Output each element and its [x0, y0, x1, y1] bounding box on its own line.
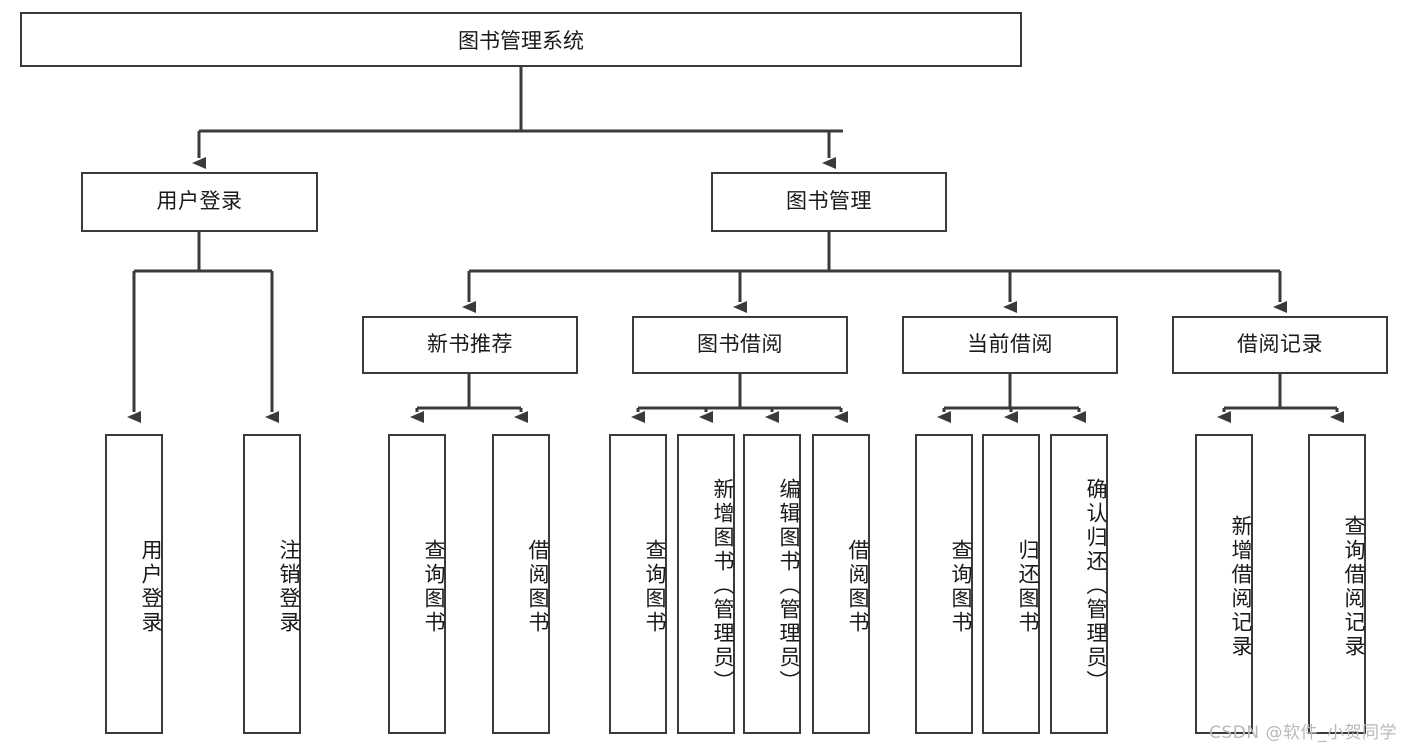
node-leaf-query-book-1[interactable]: 查询图书: [388, 434, 446, 734]
node-current-borrow[interactable]: 当前借阅: [902, 316, 1118, 374]
node-leaf-query-record-label: 查询借阅记录: [1342, 515, 1366, 659]
node-current-borrow-label: 当前借阅: [967, 332, 1053, 357]
node-leaf-return-book-label: 归还图书: [1016, 539, 1040, 635]
node-leaf-add-record-label: 新增借阅记录: [1229, 515, 1253, 659]
node-user-login-label: 用户登录: [156, 189, 243, 214]
node-leaf-borrow-book-1-label: 借阅图书: [526, 539, 550, 635]
node-leaf-confirm-return-label: 确认归还（管理员）: [1084, 478, 1108, 694]
node-user-login[interactable]: 用户登录: [81, 172, 318, 232]
node-leaf-add-book-label: 新增图书（管理员）: [711, 478, 735, 694]
node-borrow-record[interactable]: 借阅记录: [1172, 316, 1388, 374]
node-leaf-add-record[interactable]: 新增借阅记录: [1195, 434, 1253, 734]
node-book-borrow-label: 图书借阅: [697, 332, 783, 357]
node-leaf-query-book-2[interactable]: 查询图书: [609, 434, 667, 734]
node-leaf-user-login[interactable]: 用户登录: [105, 434, 163, 734]
node-book-manage-label: 图书管理: [786, 189, 872, 214]
node-root[interactable]: 图书管理系统: [20, 12, 1022, 67]
node-leaf-confirm-return[interactable]: 确认归还（管理员）: [1050, 434, 1108, 734]
node-leaf-edit-book[interactable]: 编辑图书（管理员）: [743, 434, 801, 734]
node-leaf-add-book[interactable]: 新增图书（管理员）: [677, 434, 735, 734]
node-book-manage[interactable]: 图书管理: [711, 172, 947, 232]
node-new-book-recommend[interactable]: 新书推荐: [362, 316, 578, 374]
node-leaf-return-book[interactable]: 归还图书: [982, 434, 1040, 734]
node-leaf-user-logout[interactable]: 注销登录: [243, 434, 301, 734]
node-borrow-record-label: 借阅记录: [1237, 332, 1323, 357]
node-leaf-edit-book-label: 编辑图书（管理员）: [777, 478, 801, 694]
node-leaf-borrow-book-2-label: 借阅图书: [846, 539, 870, 635]
node-leaf-borrow-book-2[interactable]: 借阅图书: [812, 434, 870, 734]
node-leaf-query-book-2-label: 查询图书: [643, 539, 667, 635]
node-leaf-query-book-3[interactable]: 查询图书: [915, 434, 973, 734]
node-leaf-borrow-book-1[interactable]: 借阅图书: [492, 434, 550, 734]
node-leaf-query-book-1-label: 查询图书: [422, 539, 446, 635]
node-new-book-recommend-label: 新书推荐: [427, 332, 513, 357]
node-leaf-query-record[interactable]: 查询借阅记录: [1308, 434, 1366, 734]
node-book-borrow[interactable]: 图书借阅: [632, 316, 848, 374]
node-root-label: 图书管理系统: [458, 28, 584, 53]
node-leaf-user-logout-label: 注销登录: [277, 539, 301, 635]
node-leaf-user-login-label: 用户登录: [139, 539, 163, 635]
node-leaf-query-book-3-label: 查询图书: [949, 539, 973, 635]
